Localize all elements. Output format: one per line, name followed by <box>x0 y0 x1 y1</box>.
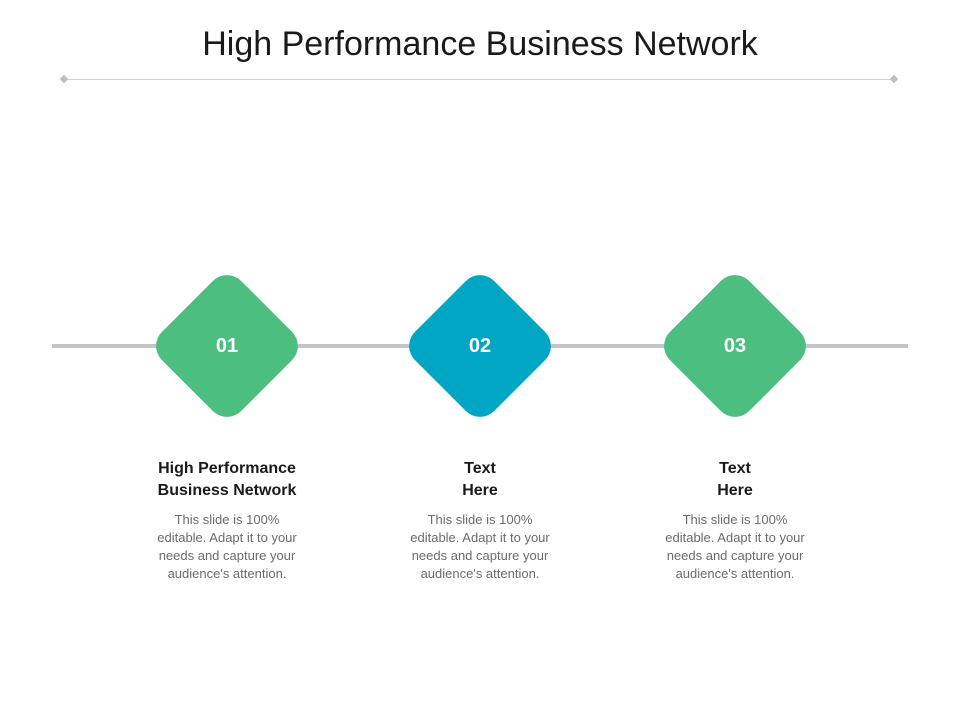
title-divider <box>64 79 894 80</box>
step-1-number: 01 <box>215 335 239 357</box>
step-3-description: This slide is 100%editable. Adapt it to … <box>665 512 805 581</box>
step-3-number: 03 <box>723 335 747 357</box>
step-2-description: This slide is 100%editable. Adapt it to … <box>410 512 550 581</box>
divider-end-right <box>889 74 899 84</box>
divider-end-left <box>59 74 69 84</box>
slide-title: High Performance Business Network <box>202 25 758 63</box>
step-2-number: 02 <box>468 335 492 357</box>
step-1-description: This slide is 100%editable. Adapt it to … <box>157 512 297 581</box>
